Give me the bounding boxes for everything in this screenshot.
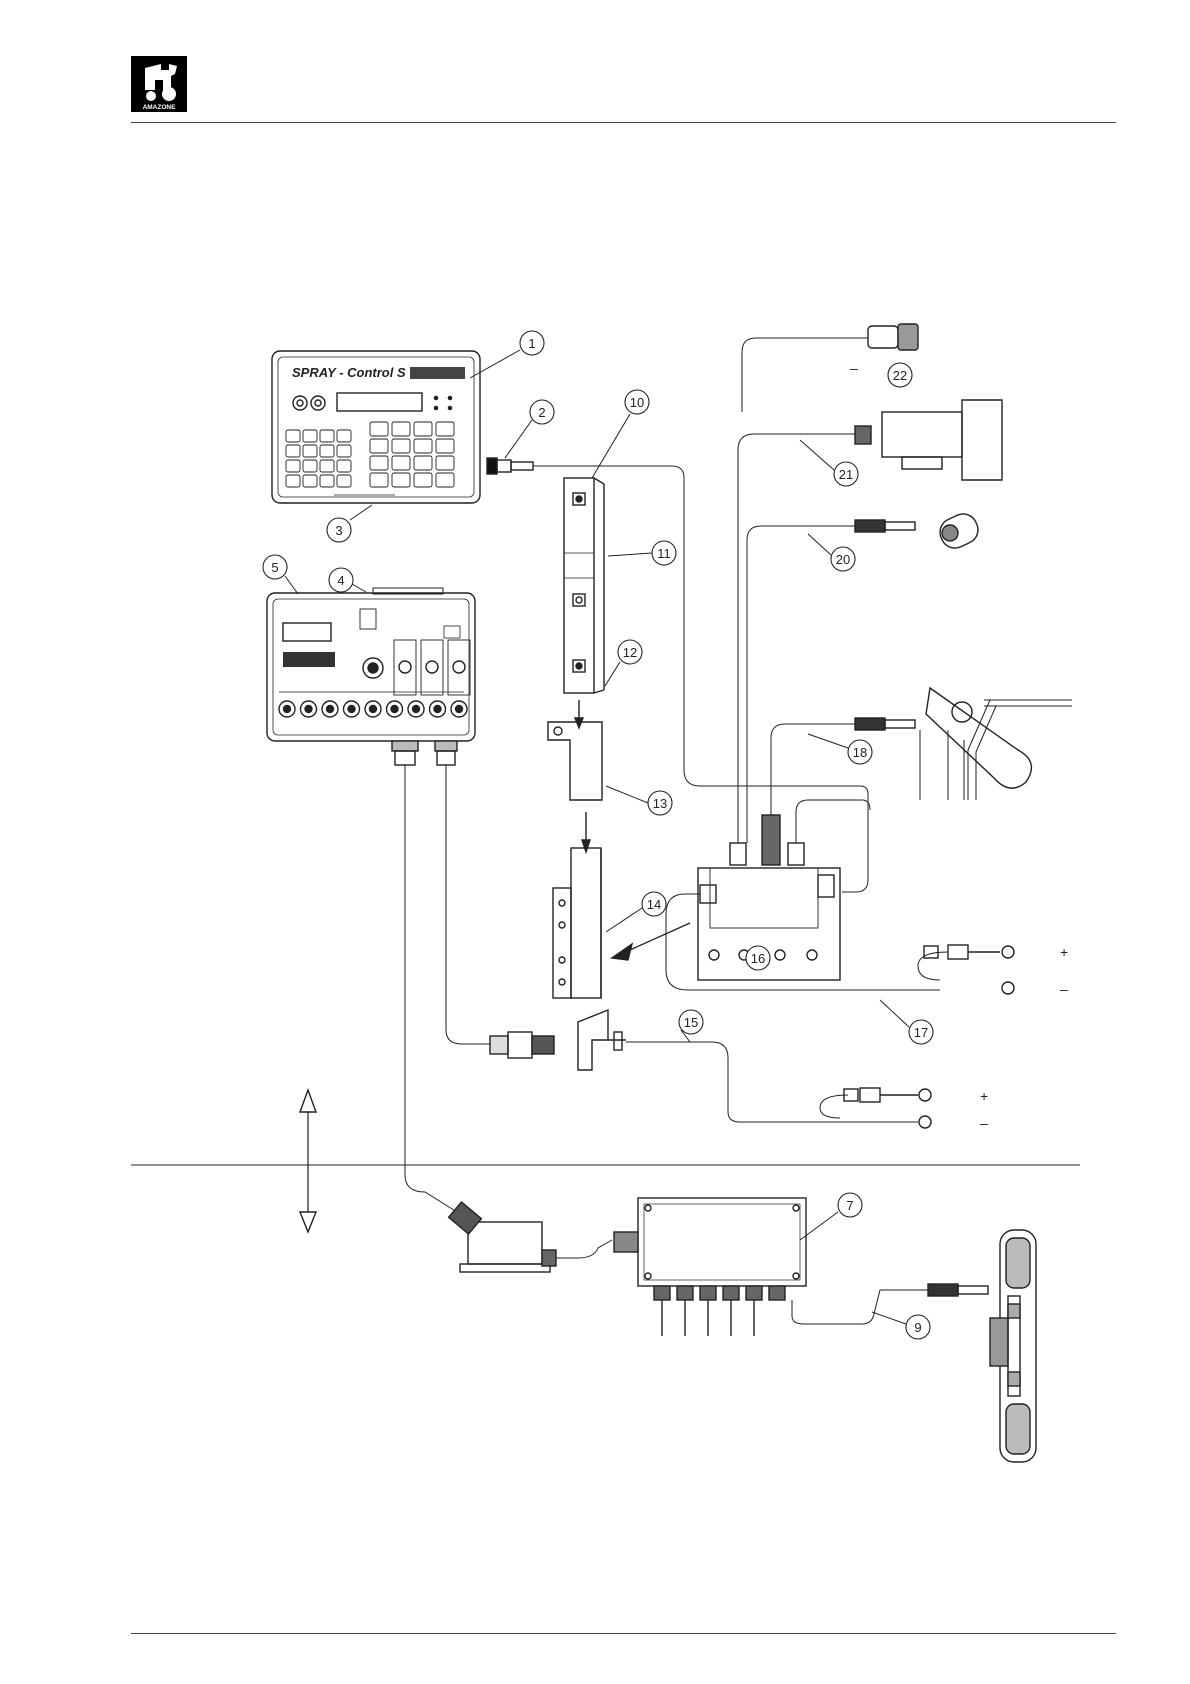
sensor-15-assembly [490,1010,626,1070]
callout-12: 12 [623,645,637,660]
callout-16: 16 [751,951,765,966]
wheel-cross-section [990,1230,1036,1462]
callout-3: 3 [335,523,342,538]
callout-15: 15 [684,1015,698,1030]
callout-11: 11 [657,546,671,561]
sensor-18 [855,688,1072,800]
sensor-unit-21 [855,400,1002,480]
adapter-part-13 [548,722,602,852]
distribution-box-7 [614,1198,806,1336]
battery-connection-upper [924,945,1014,994]
callout-7: 7 [846,1198,853,1213]
callout-22: 22 [893,368,907,383]
spray-control-terminal: SPRAY - Control S [272,351,480,503]
polarity-plus-upper: + [1060,944,1068,960]
callout-20: 20 [836,552,850,567]
callout-10: 10 [630,395,644,410]
pressure-sensor-box [449,1202,556,1272]
callout-21: 21 [839,467,853,482]
sensor-22 [868,324,918,350]
polarity-minus-upper: – [1060,981,1068,997]
callout-13: 13 [653,796,667,811]
connector-2 [487,458,533,474]
height-adjust-arrow [300,1090,316,1232]
callout-5: 5 [271,560,278,575]
mounting-bracket-10 [564,478,604,728]
sensor-9 [928,1284,988,1296]
svg-text:SPRAY - Control S: SPRAY - Control S [292,365,406,380]
callout-17: 17 [914,1025,928,1040]
polarity-minus-lower: – [980,1115,988,1131]
callout-9: 9 [914,1320,921,1335]
polarity-plus-lower: + [980,1088,988,1104]
polarity-minus-22: – [850,360,858,376]
callout-4: 4 [337,573,344,588]
control-box-5 [267,588,475,765]
sensor-holder-14 [553,848,690,998]
sensor-20 [855,509,983,552]
callout-1: 1 [528,336,535,351]
callout-14: 14 [647,897,661,912]
callout-2: 2 [538,405,545,420]
callout-18: 18 [853,745,867,760]
